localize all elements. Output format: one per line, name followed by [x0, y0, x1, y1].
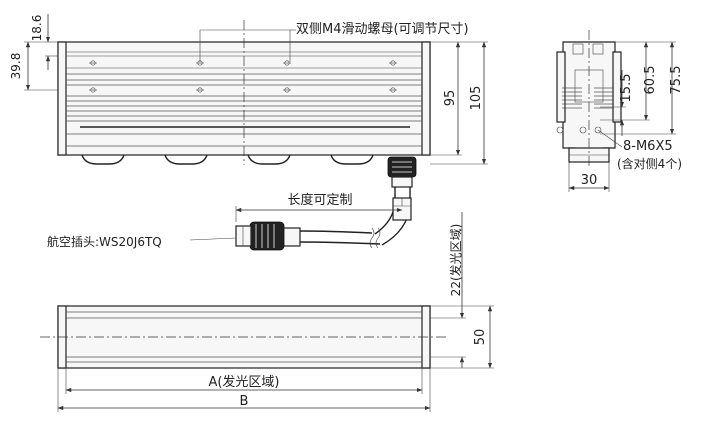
- front-view: 双侧M4滑动螺母(可调节尺寸) 18.6 39.8 95 105: [9, 14, 488, 165]
- fan-feet: [81, 154, 374, 165]
- screw-hole: [556, 126, 564, 134]
- dim-A-label: A(发光区域): [208, 374, 279, 390]
- slide-nut-row-bottom: [89, 87, 397, 93]
- dim-15-5-label: 15.5: [619, 74, 634, 103]
- screw-hole: [579, 126, 587, 134]
- side-right-lip: [612, 51, 622, 123]
- dim-95-label: 95: [443, 90, 458, 107]
- connector-tip: [235, 225, 252, 247]
- bottom-view: 22(发光区域) 50 A(发光区域) B: [40, 212, 494, 412]
- connector-label: 航空插头:WS20J6TQ: [47, 234, 162, 249]
- side-fin-grid-left: [562, 87, 582, 109]
- side-fin-grid-right: [594, 87, 614, 109]
- cable-length-label: 长度可定制: [287, 192, 352, 208]
- side-left-lip: [556, 51, 566, 123]
- front-end-cap-left: [57, 41, 67, 156]
- slide-nut-row-top: [89, 60, 397, 66]
- front-end-cap-right: [421, 41, 431, 156]
- connector-collar: [281, 227, 301, 247]
- screw-spec-label: 8-M6X5: [623, 139, 673, 154]
- gland-nut: [391, 176, 413, 188]
- dim-105-label: 105: [469, 86, 484, 111]
- dim-22-label: 22(发光区域): [448, 224, 463, 297]
- side-view: 15.5 60.5 75.5 8-M6X5 (含对侧4个) 30: [556, 30, 684, 192]
- dim-60-5-label: 60.5: [643, 66, 658, 95]
- dim-30-label: 30: [581, 173, 598, 188]
- top-annotation: 双侧M4滑动螺母(可调节尺寸): [296, 22, 469, 37]
- dim-18-6-label: 18.6: [30, 15, 44, 42]
- aviation-connector: [249, 221, 285, 251]
- dim-75-5-label: 75.5: [669, 66, 684, 95]
- dim-39-8-label: 39.8: [9, 53, 23, 80]
- dim-B-label: B: [240, 394, 249, 409]
- screw-hole: [594, 126, 602, 134]
- dim-50-label: 50: [473, 329, 488, 346]
- cable-assembly: 长度可定制 航空插头:WS20J6TQ: [47, 156, 417, 251]
- screw-note-label: (含对侧4个): [617, 156, 682, 171]
